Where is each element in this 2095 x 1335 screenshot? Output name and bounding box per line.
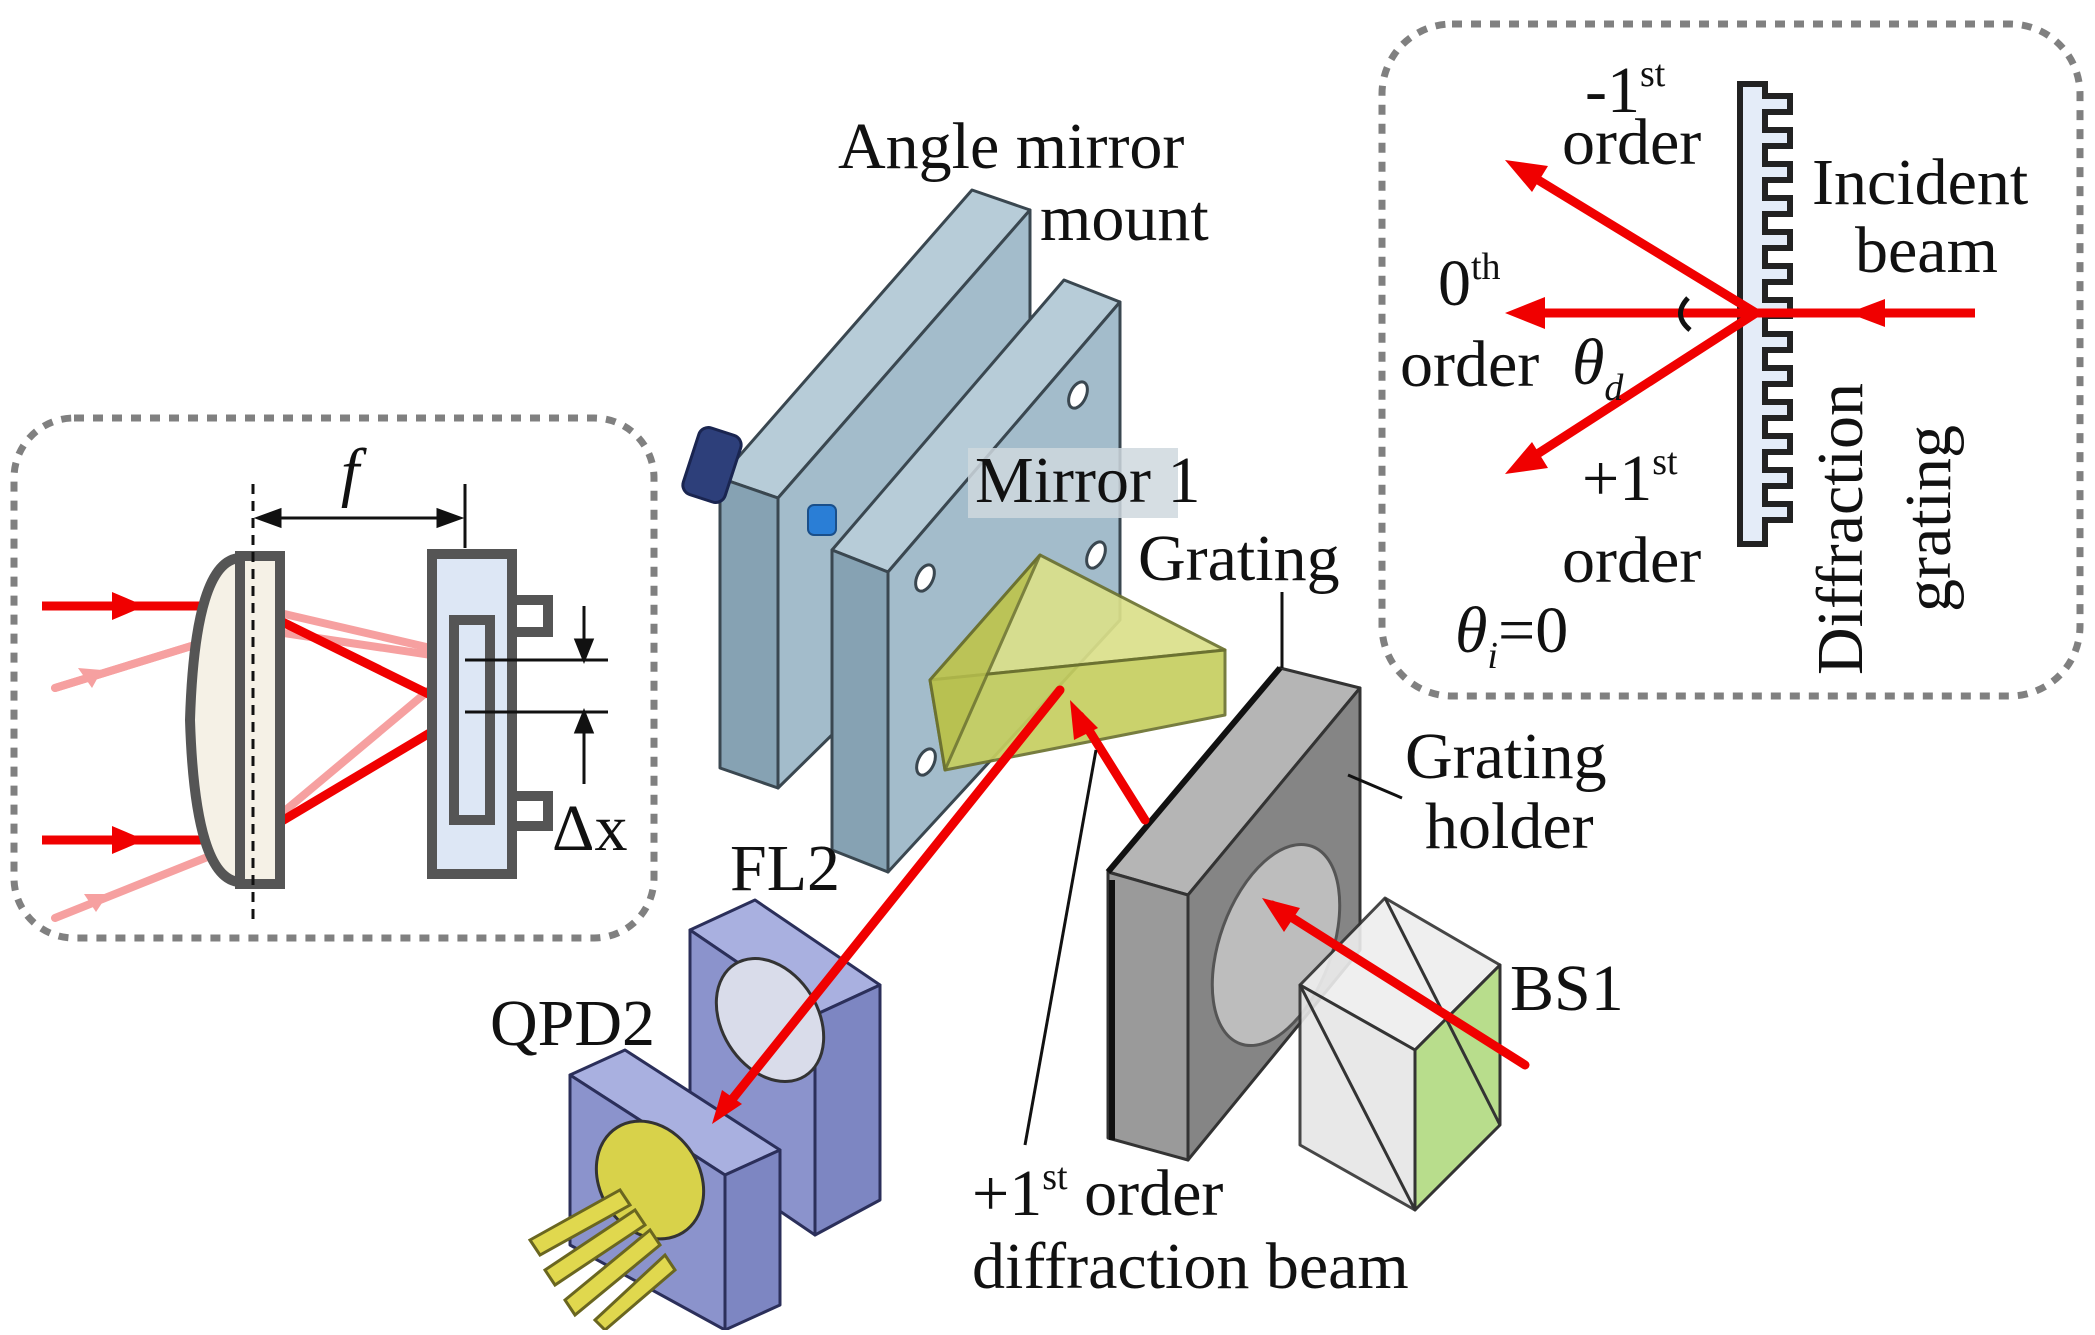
diffraction-grating-label-1: Diffraction <box>1804 383 1877 675</box>
angle-mirror-mount-label-1: Angle mirror <box>838 110 1184 183</box>
lens-inset-frame <box>10 414 658 942</box>
theta-d-arc <box>1678 296 1692 332</box>
incident-beam-label-2: beam <box>1855 214 1998 287</box>
grating-inset-frame <box>1378 20 2084 700</box>
faded-arrowheads <box>78 668 108 912</box>
grating-inset: -1st order 0th order θd +1st order Incid… <box>1378 20 2084 700</box>
grating-label: Grating <box>1138 522 1340 595</box>
focal-length-marker <box>253 484 467 548</box>
adjuster-knob <box>681 426 837 536</box>
inset-arrowheads <box>1505 160 1885 474</box>
diffraction-grating-label-2: grating <box>1892 425 1965 612</box>
grating-holder-label-2: holder <box>1425 790 1594 863</box>
diffraction-beam-leader <box>1023 749 1098 1146</box>
minus1-order-word: order <box>1562 106 1701 179</box>
plus1-order-word: order <box>1562 524 1701 597</box>
delta-x-label: Δx <box>552 792 627 865</box>
angle-mirror-mount <box>718 188 1122 874</box>
theta-d-label: θd <box>1572 326 1624 409</box>
zero-order-word: order <box>1400 328 1539 401</box>
incident-arrowheads <box>112 592 145 854</box>
grating-holder-label-1: Grating <box>1405 720 1607 793</box>
theta-i-label: θi=0 <box>1455 594 1568 677</box>
mirror1-label-bg <box>968 448 1178 518</box>
diffraction-beam-label-1: +1st order <box>972 1156 1223 1230</box>
incident-beam-label-1: Incident <box>1812 146 2028 219</box>
minus1-order-label: -1st <box>1585 53 1666 127</box>
lens-inset: f Δx <box>10 414 658 942</box>
focal-symbol: f <box>341 436 367 509</box>
fl2-label: FL2 <box>730 832 840 905</box>
qpd2-pins <box>527 1188 677 1333</box>
main-beam-arrowheads <box>712 700 1300 1124</box>
qpd2-label: QPD2 <box>490 987 655 1060</box>
qpd-cross-section <box>427 549 553 879</box>
grating-holder-leader <box>1347 773 1403 800</box>
grating-holder <box>1105 666 1362 1162</box>
delta-x-marker <box>465 606 608 784</box>
focusing-lens <box>184 551 285 889</box>
plus1-order-label: +1st <box>1582 441 1678 515</box>
main-beams <box>717 685 1530 1117</box>
diffraction-beam-label-2: diffraction beam <box>972 1230 1409 1303</box>
zero-order-label: 0th <box>1438 246 1501 320</box>
inset-beams <box>1522 168 1975 466</box>
angle-mirror-mount-label-2: mount <box>1040 182 1209 255</box>
mirror1-label: Mirror 1 <box>975 444 1200 517</box>
bs1-label: BS1 <box>1510 952 1624 1025</box>
bs1-cube <box>1298 896 1502 1212</box>
